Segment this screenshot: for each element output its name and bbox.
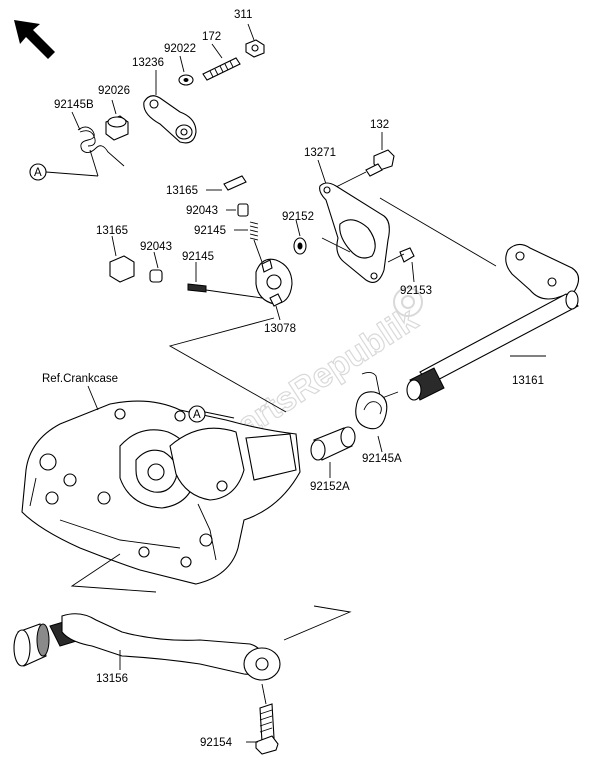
plate-13236 (143, 70, 197, 144)
sleeve-92152A (310, 426, 356, 478)
stud-172 (202, 43, 241, 81)
spring-92145A (355, 371, 388, 453)
label-92145A: 92145A (362, 453, 402, 465)
holder-13078 (255, 258, 293, 321)
label-132: 132 (370, 119, 389, 131)
key-13165-lower (109, 235, 135, 283)
label-172: 172 (202, 31, 221, 43)
shaft-13161 (321, 197, 580, 401)
label-13271: 13271 (304, 147, 336, 159)
label-13165-upper: 13165 (166, 185, 198, 197)
crankcase-reference (21, 385, 301, 585)
nut-311 (245, 23, 265, 58)
label-13161: 13161 (512, 375, 544, 387)
pin-92043-upper (226, 203, 249, 217)
label-92154: 92154 (200, 737, 233, 749)
svg-text:A: A (34, 167, 42, 179)
bolt-132 (333, 132, 395, 189)
washer-92022 (178, 55, 194, 86)
plate-13271 (317, 159, 390, 283)
pedal-13156 (13, 605, 352, 681)
label-13236: 13236 (132, 57, 164, 69)
washer-92152 (293, 219, 307, 255)
label-ref-crankcase: Ref.Crankcase (42, 373, 118, 385)
label-13156: 13156 (96, 673, 128, 685)
label-92152: 92152 (282, 211, 314, 223)
screw-92153 (387, 247, 415, 283)
arrow-up-left-icon (14, 20, 55, 59)
reference-marker-a: A (29, 163, 99, 181)
reference-marker-a: A (188, 405, 235, 423)
label-13078: 13078 (264, 323, 296, 335)
label-92152A: 92152A (310, 481, 350, 493)
label-92145B: 92145B (54, 99, 94, 111)
label-92022: 92022 (164, 43, 196, 55)
label-92043-lower: 92043 (140, 241, 172, 253)
collar-92026 (105, 99, 129, 141)
pin-92043-lower (149, 251, 163, 283)
label-92145-upper: 92145 (194, 225, 226, 237)
spring-92145-lower (187, 262, 263, 299)
label-13165-lower: 13165 (96, 225, 128, 237)
spring-92145-upper (234, 221, 263, 263)
label-92153: 92153 (400, 285, 432, 297)
label-311: 311 (234, 9, 252, 21)
spring-92145B (71, 111, 125, 177)
label-92026: 92026 (98, 85, 130, 97)
gear-logo-icon (393, 287, 423, 317)
key-13165-upper (206, 175, 247, 191)
label-92043-upper: 92043 (186, 205, 218, 217)
svg-text:A: A (193, 409, 201, 421)
label-92145-lower: 92145 (182, 251, 214, 263)
bolt-92154 (246, 683, 279, 755)
